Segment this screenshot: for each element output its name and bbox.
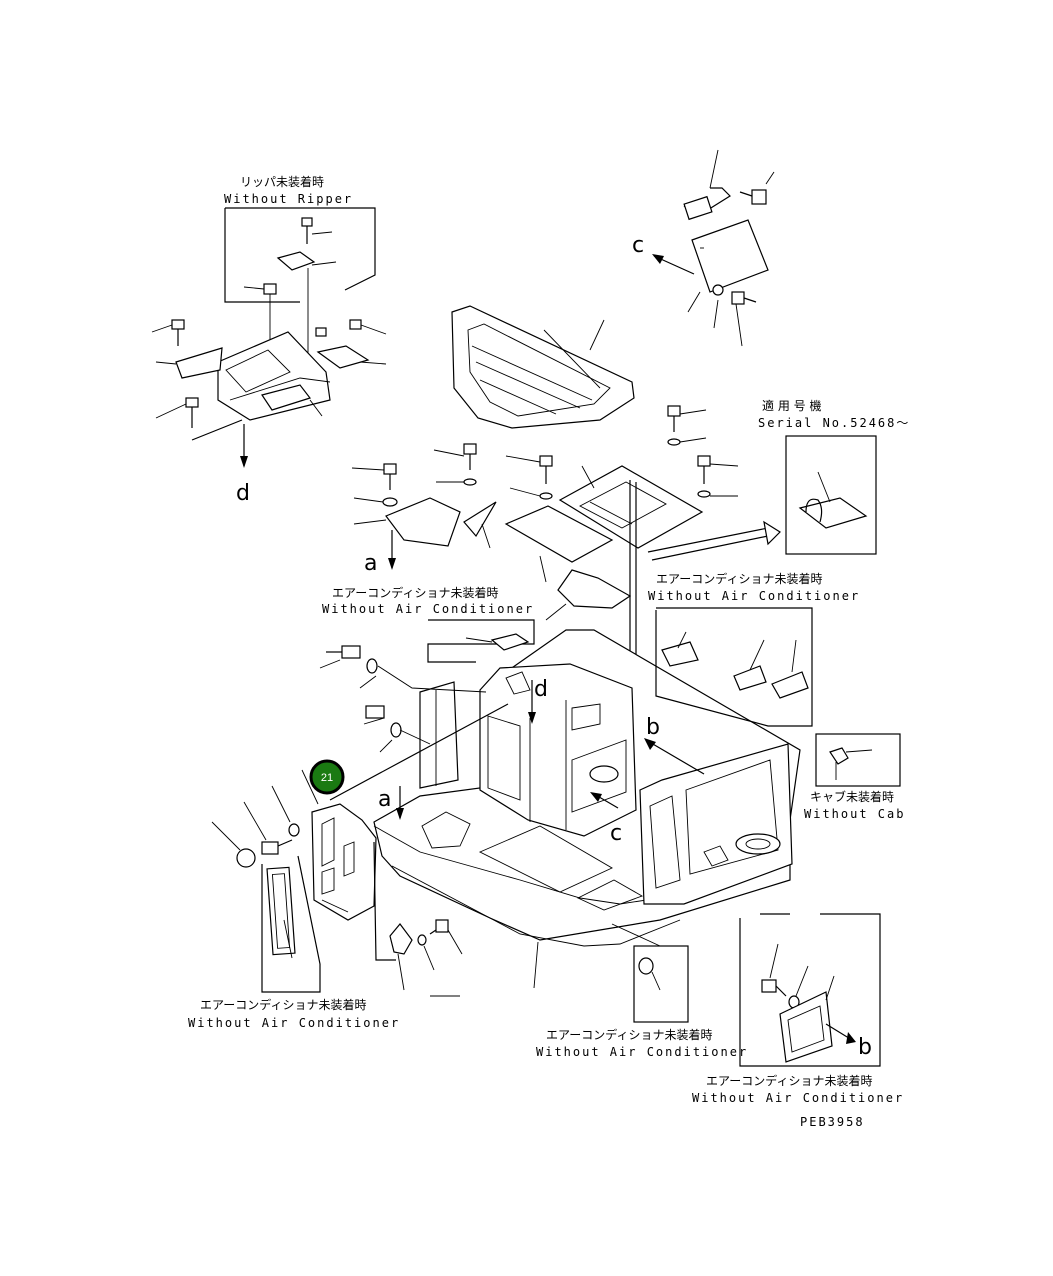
bottom-center-group: エアーコンディショナ未装着時 Without Air Conditioner [389,919,748,1059]
cover-plate-icon [504,505,614,563]
bolt-icon [365,705,385,719]
plug-icon [243,283,277,295]
washer-icon [539,492,553,500]
wac-jp-label-1: エアーコンディショナ未装着時 [656,571,822,586]
bolt-icon [351,463,397,490]
washer-icon [667,438,681,446]
bolt-icon [243,801,293,855]
floor-mat-icon [451,305,635,429]
bolt-icon [155,397,199,428]
swivel-opening-icon [735,833,781,855]
serial-jp-label: 適 用 号 機 [762,398,821,413]
ref-a-top-label: a [364,551,377,576]
serial-en-label: Serial No.52468～ [758,416,910,430]
bolt-icon [315,327,327,337]
without-cab-box [815,733,901,787]
washer-icon [417,934,427,946]
grommet-icon [638,957,654,975]
inspection-cover-icon [691,219,769,293]
bottom-right-group: b エアーコンディショナ未装着時 Without Air Conditioner [692,913,904,1105]
callout-number: 21 [321,772,333,784]
ref-d-frame-label: d [534,677,548,702]
right-brackets-group: キャブ未装着時 Without Cab [655,607,905,821]
wac-en-label-5: Without Air Conditioner [692,1091,904,1105]
ref-b-frame-label: b [646,715,660,740]
bolt-icon [739,171,775,205]
washer-icon [712,284,724,296]
washer-icon [288,823,300,837]
cap-icon [829,747,849,765]
washer-icon [366,658,378,674]
drawing-code: PEB3958 [800,1115,865,1129]
bolt-icon [697,455,739,484]
ref-c-top-label: c [632,233,644,258]
wac-jp-label-3: エアーコンディショナ未装着時 [200,997,366,1012]
washer-icon [463,478,477,486]
small-plate-icon [316,345,370,369]
cover-c-group: c [632,149,775,347]
bolt-icon [433,443,477,470]
side-panel-icon [419,681,459,789]
bracket-icon [557,569,632,609]
wac-en-label-2: Without Air Conditioner [322,602,534,616]
grommet-box [633,945,689,1023]
washer-icon [390,722,402,738]
duct-cover-icon [266,866,296,956]
without-ripper-jp-label: リッパ未装着時 [240,174,324,189]
main-frame-group: d b c a [319,619,801,989]
wac-jp-label-2: エアーコンディショナ未装着時 [332,585,498,600]
cover-plate-icon [276,251,316,271]
bolt-icon [429,919,463,955]
center-cover-group: a [351,405,739,900]
grommet-icon [490,633,530,651]
bolt-icon [349,319,387,335]
without-ripper-en-label: Without Ripper [224,192,353,206]
bolt-icon [151,319,185,346]
plug-icon [236,848,256,868]
ref-a-frame-label: a [378,787,391,812]
pad-icon [733,665,767,691]
bolt-icon [505,455,553,484]
bracket-icon [798,497,868,529]
serial-box [785,435,877,555]
bolt-icon [731,291,757,305]
floor-mat-group [451,305,635,429]
without-cab-jp-label: キャブ未装着時 [810,789,894,804]
pad-icon [771,671,809,699]
washer-icon [382,497,398,507]
ref-b-bottom-label: b [858,1035,872,1060]
serial-group: 適 用 号 機 Serial No.52468～ [647,398,910,561]
without-cab-en-label: Without Cab [804,807,905,821]
access-cover-icon [779,991,833,1063]
bolt-icon [761,943,787,997]
pad-icon [661,641,699,667]
without-ripper-group: リッパ未装着時 Without Ripper [151,174,387,506]
triangle-plate-icon [463,501,497,538]
bolt-icon [667,405,707,432]
wac-jp-label-5: エアーコンディショナ未装着時 [706,1073,872,1088]
bolt-icon [326,645,361,659]
ref-d-label: d [236,481,250,506]
wac-en-label-3: Without Air Conditioner [188,1016,400,1030]
wac-en-label-4: Without Air Conditioner [536,1045,748,1059]
clip-icon [389,923,413,955]
left-cover-group: 21 エアーコンディショナ未装着時 Without Air Conditione… [188,703,509,1030]
wac-jp-label-4: エアーコンディショナ未装着時 [546,1027,712,1042]
side-plate-icon [175,347,223,379]
floor-plate-icon [558,465,704,549]
cover-plate-icon [385,497,461,547]
ref-c-frame-label: c [610,821,622,846]
washer-icon [697,490,711,498]
part-callout-21[interactable]: 21 [309,759,345,795]
wac-en-label-1: Without Air Conditioner [648,589,860,603]
bolt-icon [301,217,333,244]
